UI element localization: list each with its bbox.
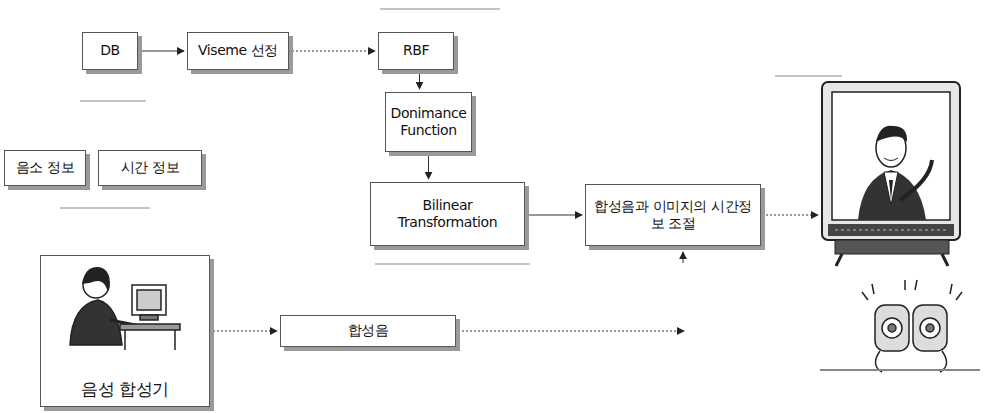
flow-arrow: [292, 51, 375, 52]
database-box: DB: [82, 32, 138, 70]
sync-arrow: [683, 252, 684, 263]
speaker-person-icon: [70, 268, 180, 350]
flow-arrow: [419, 73, 420, 89]
node-label: 합성음: [344, 322, 393, 340]
input-box: 음소 정보: [4, 150, 86, 186]
output-box: 합성음: [280, 315, 456, 347]
node-label: Donimance Function: [386, 105, 471, 140]
speaker-illustration: [820, 280, 980, 372]
node-label: DB: [96, 42, 124, 60]
node-label: 시간 정보: [117, 159, 183, 177]
synthesizer-box: 음성 합성기: [40, 255, 210, 407]
process-box: Bilinear Transformation: [370, 182, 525, 246]
process-box: Donimance Function: [385, 92, 472, 152]
flow-arrow: [141, 51, 184, 52]
node-label: 음성 합성기: [77, 379, 173, 400]
flow-arrow: [528, 215, 582, 216]
node-label: 합성음과 이미지의 시간정보 조절: [586, 198, 760, 233]
tv-illustration: [822, 82, 960, 266]
process-box: RBF: [378, 32, 454, 70]
flow-arrow: [428, 155, 429, 179]
audio-arrow: [462, 331, 684, 332]
flow-arrow: [213, 331, 277, 332]
process-box: Viseme 선정: [187, 32, 289, 70]
decor-rule: [60, 9, 842, 264]
node-label: Bilinear Transformation: [371, 197, 524, 232]
output-arrow: [766, 215, 818, 216]
input-box: 시간 정보: [98, 150, 202, 186]
process-box: 합성음과 이미지의 시간정보 조절: [585, 184, 761, 246]
node-label: RBF: [399, 42, 433, 60]
node-label: 음소 정보: [12, 159, 78, 177]
node-label: Viseme 선정: [194, 42, 282, 60]
